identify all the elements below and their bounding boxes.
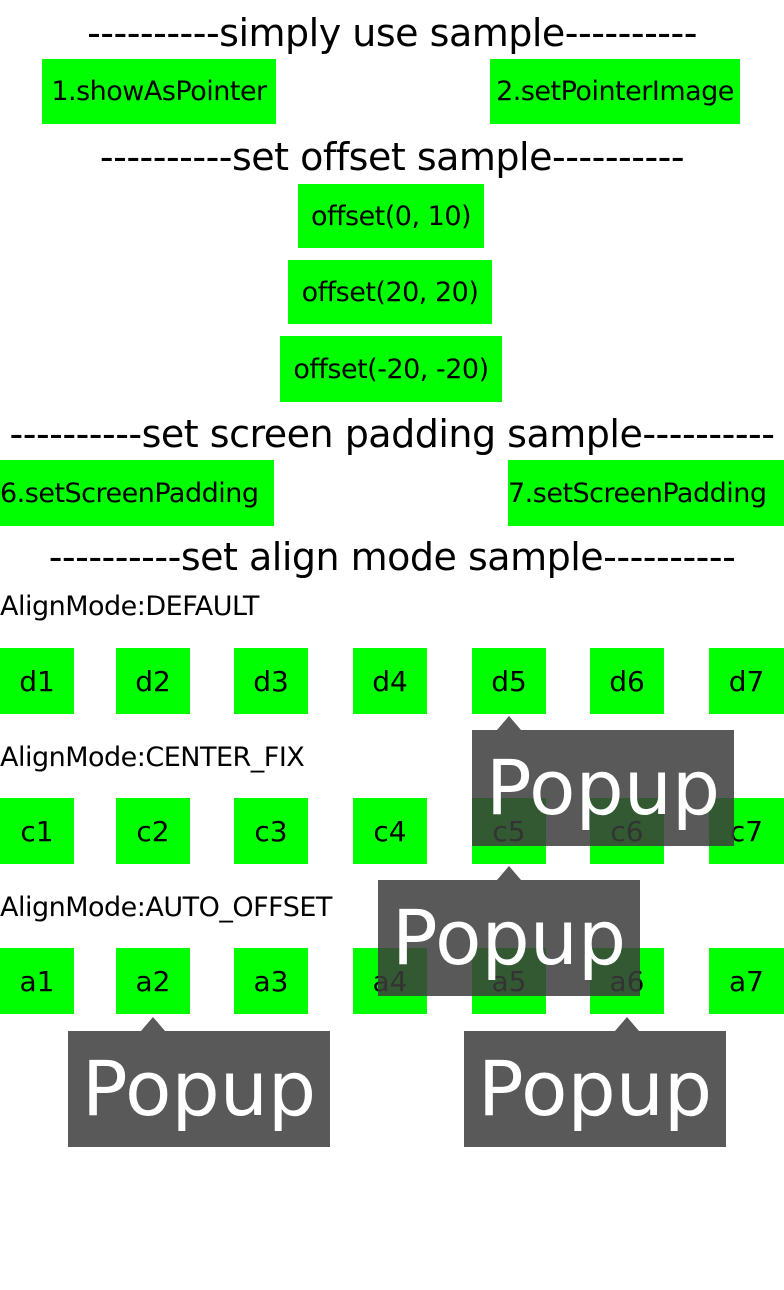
popup-c5: Popup — [378, 880, 640, 996]
c2-button[interactable]: c2 — [116, 798, 190, 864]
d1-button[interactable]: d1 — [0, 648, 74, 714]
a3-button[interactable]: a3 — [234, 948, 308, 1014]
d3-button[interactable]: d3 — [234, 648, 308, 714]
offset-0-10-button[interactable]: offset(0, 10) — [298, 184, 484, 248]
d4-button[interactable]: d4 — [353, 648, 427, 714]
set-screen-padding-7-button[interactable]: 7.setScreenPadding — [508, 460, 784, 526]
popup-d5-pointer — [497, 716, 521, 730]
d5-button[interactable]: d5 — [472, 648, 546, 714]
c4-button[interactable]: c4 — [353, 798, 427, 864]
section-heading-align: ----------set align mode sample---------… — [48, 535, 736, 579]
a2-button[interactable]: a2 — [116, 948, 190, 1014]
popup-a6: Popup — [464, 1031, 726, 1147]
section-heading-offset: ----------set offset sample---------- — [99, 135, 685, 179]
a1-button[interactable]: a1 — [0, 948, 74, 1014]
set-pointer-image-button[interactable]: 2.setPointerImage — [490, 59, 740, 124]
offset-neg20-neg20-button[interactable]: offset(-20, -20) — [280, 336, 502, 402]
c3-button[interactable]: c3 — [234, 798, 308, 864]
section-heading-simple: ----------simply use sample---------- — [87, 11, 697, 55]
align-mode-center-fix-label: AlignMode:CENTER_FIX — [0, 742, 305, 773]
c1-button[interactable]: c1 — [0, 798, 74, 864]
popup-a2: Popup — [68, 1031, 330, 1147]
section-heading-padding: ----------set screen padding sample-----… — [9, 412, 775, 456]
d6-button[interactable]: d6 — [590, 648, 664, 714]
a7-button[interactable]: a7 — [709, 948, 784, 1014]
align-mode-auto-offset-label: AlignMode:AUTO_OFFSET — [0, 892, 332, 923]
show-as-pointer-button[interactable]: 1.showAsPointer — [42, 59, 276, 124]
popup-a2-pointer — [141, 1017, 165, 1031]
offset-20-20-button[interactable]: offset(20, 20) — [288, 260, 492, 324]
popup-c5-pointer — [497, 866, 521, 880]
d2-button[interactable]: d2 — [116, 648, 190, 714]
align-mode-default-label: AlignMode:DEFAULT — [0, 591, 259, 622]
set-screen-padding-6-button[interactable]: 6.setScreenPadding — [0, 460, 274, 526]
popup-a6-pointer — [615, 1017, 639, 1031]
d7-button[interactable]: d7 — [709, 648, 784, 714]
popup-d5: Popup — [472, 730, 734, 846]
